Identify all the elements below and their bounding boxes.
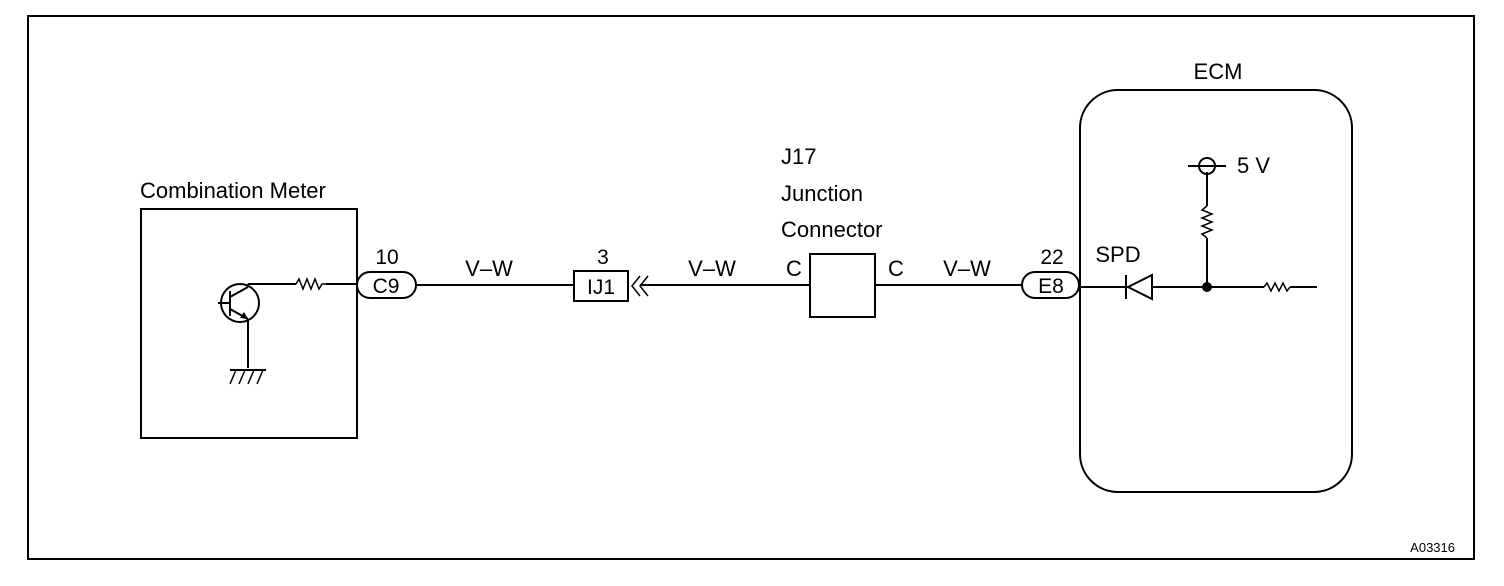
transistor-icon: [218, 283, 296, 368]
ecm-label: ECM: [1194, 59, 1243, 84]
ground-icon: [229, 369, 266, 385]
supply-voltage-label: 5 V: [1237, 153, 1270, 178]
figure-code: A03316: [1410, 540, 1455, 555]
connector-ij1-pin: 3: [597, 246, 609, 269]
diagram-frame: [27, 15, 1475, 560]
connector-ij1-label: IJ1: [587, 276, 615, 299]
junction-id-label: J17: [781, 144, 816, 169]
junction-left-pin: C: [786, 256, 802, 281]
connector-ij1: [573, 270, 629, 302]
connector-c9-pin: 10: [375, 246, 398, 269]
supply-terminal-icon: [1188, 157, 1226, 175]
diode-icon: [1125, 273, 1153, 301]
ecm-resistor-icon: [1207, 281, 1317, 293]
junction-name-line1: Junction: [781, 181, 863, 206]
wire-color-2: V–W: [688, 256, 736, 281]
junction-connector-box: [809, 253, 876, 318]
connector-c9-label: C9: [373, 275, 400, 298]
pullup-resistor-icon: [1199, 172, 1215, 287]
junction-right-pin: C: [888, 256, 904, 281]
wire-color-3: V–W: [943, 256, 991, 281]
connector-e8-pin: 22: [1040, 246, 1063, 269]
ecm-box: [1079, 89, 1353, 493]
spd-label: SPD: [1095, 242, 1140, 267]
junction-name-line2: Connector: [781, 217, 883, 242]
combination-meter-box: [140, 208, 358, 439]
wire-color-1: V–W: [465, 256, 513, 281]
meter-resistor-icon: [295, 276, 358, 292]
combination-meter-label: Combination Meter: [140, 178, 326, 203]
connector-e8-label: E8: [1038, 275, 1064, 298]
